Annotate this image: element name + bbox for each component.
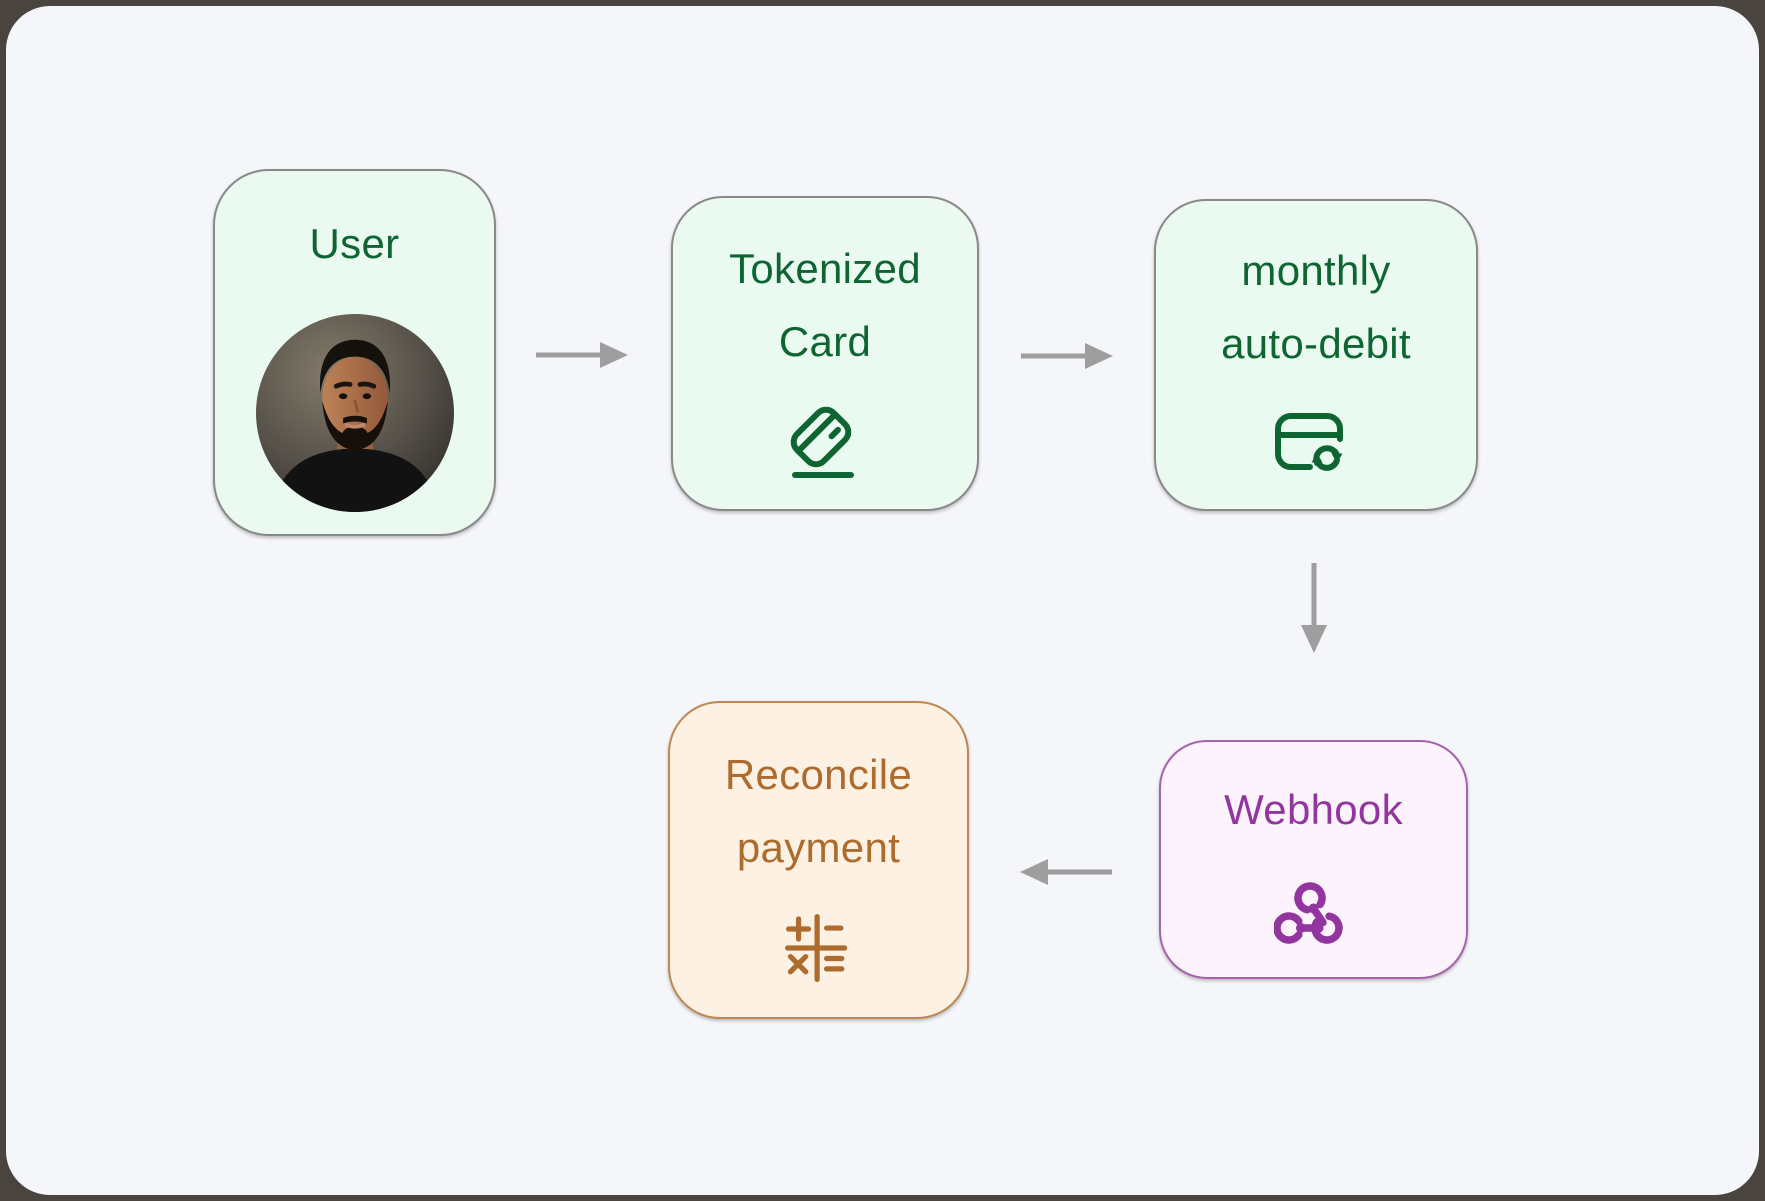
node-reconcile-payment-label-line2: payment: [736, 824, 901, 871]
arrow-monthly-auto-debit-to-webhook: [1301, 563, 1327, 653]
node-tokenized-card: Tokenized Card: [671, 196, 979, 511]
node-user-label: User: [309, 220, 400, 267]
user-avatar-illustration: [255, 314, 454, 512]
node-reconcile-payment-label-line1: Reconcile: [724, 751, 913, 798]
node-user: User: [213, 169, 496, 536]
node-webhook: Webhook: [1159, 740, 1468, 979]
math-operations-icon: [781, 910, 857, 986]
user-avatar-photo: [255, 314, 454, 512]
card-recurring-payment-icon: [1270, 408, 1362, 480]
arrow-tokenized-card-to-monthly-auto-debit: [1021, 343, 1113, 369]
node-monthly-auto-debit-label-line1: monthly: [1241, 247, 1391, 294]
node-monthly-auto-debit-label-line2: auto-debit: [1221, 320, 1411, 367]
webhook-icon: [1273, 880, 1354, 952]
arrow-webhook-to-reconcile-payment: [1020, 859, 1112, 885]
node-reconcile-payment: Reconcile payment: [668, 701, 969, 1019]
node-monthly-auto-debit: monthly auto-debit: [1154, 199, 1478, 511]
node-tokenized-card-label-line1: Tokenized: [729, 245, 921, 292]
diagram-canvas: User: [6, 6, 1759, 1195]
node-webhook-label: Webhook: [1224, 786, 1403, 833]
node-tokenized-card-label-line2: Card: [778, 318, 872, 365]
arrow-user-to-tokenized-card: [536, 342, 628, 368]
credit-card-tilted-icon: [775, 397, 875, 483]
